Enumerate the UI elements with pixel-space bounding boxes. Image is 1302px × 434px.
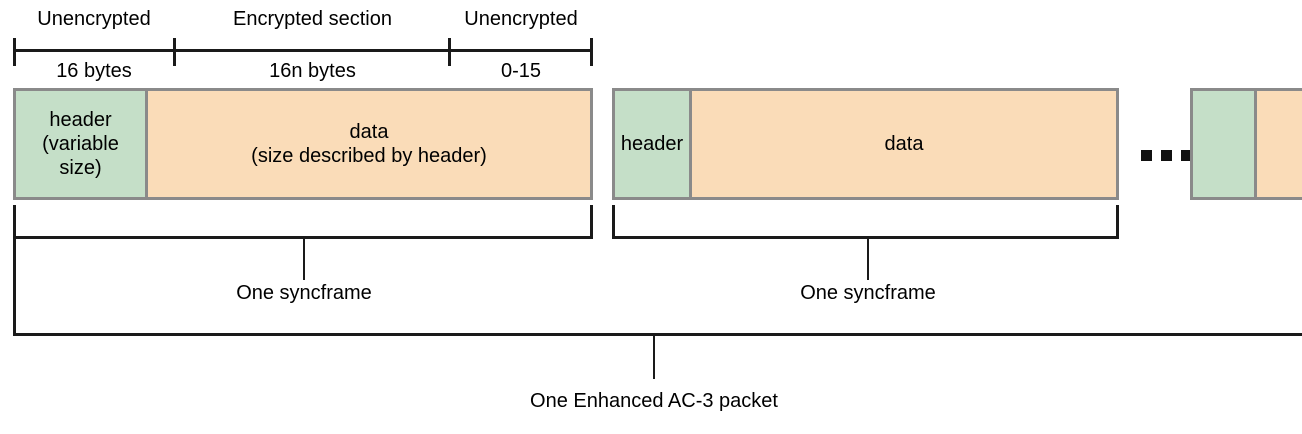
packet-1-data-line-2: (size described by header) xyxy=(251,145,487,167)
packet-3-header-box[interactable] xyxy=(1190,88,1257,200)
syncframe-2-label: One syncframe xyxy=(800,282,936,304)
ruler-tick-1 xyxy=(173,38,176,66)
packet-label: One Enhanced AC-3 packet xyxy=(530,390,778,412)
ruler-bottom-label-2: 16n bytes xyxy=(269,60,356,82)
packet-1-header-box[interactable]: header (variable size) xyxy=(13,88,148,200)
packet-1-header-line-1: header xyxy=(49,109,112,131)
packet-2-data-text: data xyxy=(884,133,924,155)
ruler-bottom-label-3: 0-15 xyxy=(500,60,542,82)
packet-1-data-line-1: data xyxy=(349,121,389,143)
packet-1-data-text: data (size described by header) xyxy=(247,120,491,168)
packet-1-data-box[interactable]: data (size described by header) xyxy=(148,88,593,200)
packet-3-data-box[interactable] xyxy=(1257,88,1302,200)
packet-2-header-text: header xyxy=(620,133,684,155)
ruler-top-label-3: Unencrypted xyxy=(464,8,578,30)
ruler-bottom-label-1: 16 bytes xyxy=(56,60,132,82)
syncframe-2-bracket-left-arm xyxy=(612,205,615,239)
syncframe-1-bracket-right-arm xyxy=(590,205,593,239)
syncframe-1-bracket-leader xyxy=(303,236,305,280)
packet-bracket-span xyxy=(13,333,1302,336)
packet-1-header-line-3: size) xyxy=(59,157,102,179)
ruler-tick-0 xyxy=(13,38,16,66)
packet-bracket-leader xyxy=(653,333,655,379)
packet-1-header-text: header (variable size) xyxy=(38,108,123,180)
ellipsis-dot-2 xyxy=(1161,150,1172,161)
ruler-axis-line xyxy=(13,49,593,52)
ellipsis-dot-3 xyxy=(1181,150,1192,161)
ellipsis-dot-1 xyxy=(1141,150,1152,161)
ruler-tick-3 xyxy=(590,38,593,66)
syncframe-2-bracket-span xyxy=(612,236,1119,239)
packet-2-header-box[interactable]: header xyxy=(612,88,692,200)
packet-2-data-box[interactable]: data xyxy=(692,88,1119,200)
ruler-top-label-1: Unencrypted xyxy=(37,8,151,30)
syncframe-2-bracket-right-arm xyxy=(1116,205,1119,239)
ruler-top-label-2: Encrypted section xyxy=(233,8,392,30)
syncframe-2-bracket-leader xyxy=(867,236,869,280)
packet-1-header-line-2: (variable xyxy=(42,133,119,155)
packet-bracket-left-arm xyxy=(13,205,16,335)
syncframe-1-label: One syncframe xyxy=(236,282,372,304)
ruler-tick-2 xyxy=(448,38,451,66)
ellipsis-icon xyxy=(1141,150,1192,161)
